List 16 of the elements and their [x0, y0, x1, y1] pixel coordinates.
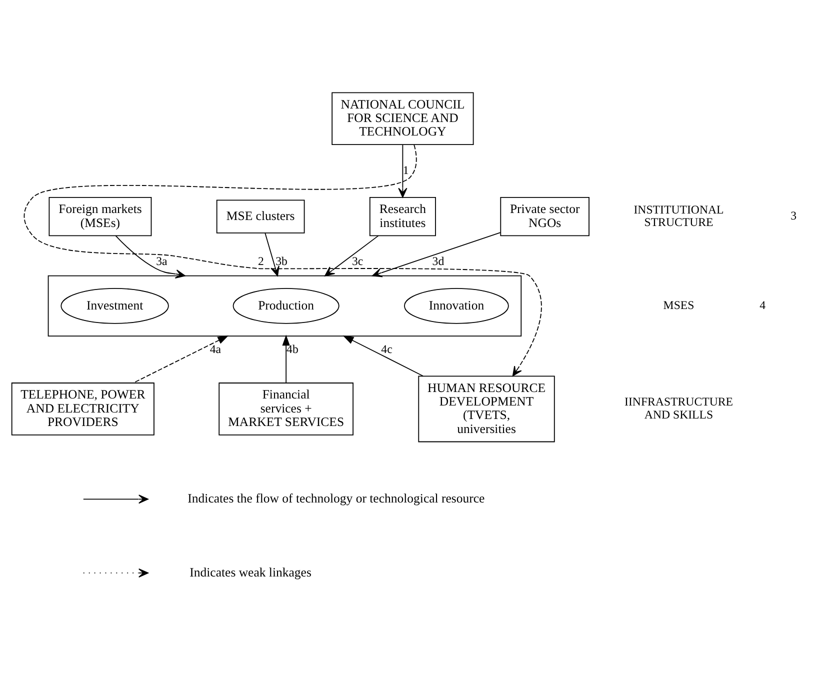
edge-label: 3b: [276, 254, 288, 268]
edge-label: 3c: [352, 254, 364, 268]
label: 4: [760, 298, 766, 312]
edge-label: 2: [258, 254, 264, 268]
label: 3: [790, 208, 797, 223]
edge-label: 3a: [156, 254, 168, 268]
edge-label: 3d: [432, 254, 444, 268]
label: IINFRASTRUCTURE AND SKILLS: [624, 394, 733, 422]
label: MSES: [663, 298, 694, 312]
label: INSTITUTIONAL STRUCTURE: [634, 202, 724, 230]
edge-label: 4b: [286, 342, 298, 356]
edge-label: 4a: [210, 342, 222, 356]
edge-label: 1: [402, 163, 409, 178]
legend-label: Indicates weak linkages: [190, 565, 312, 580]
edge-label: 4c: [381, 342, 392, 356]
legend-label: Indicates the flow of technology or technological resource: [188, 492, 485, 506]
